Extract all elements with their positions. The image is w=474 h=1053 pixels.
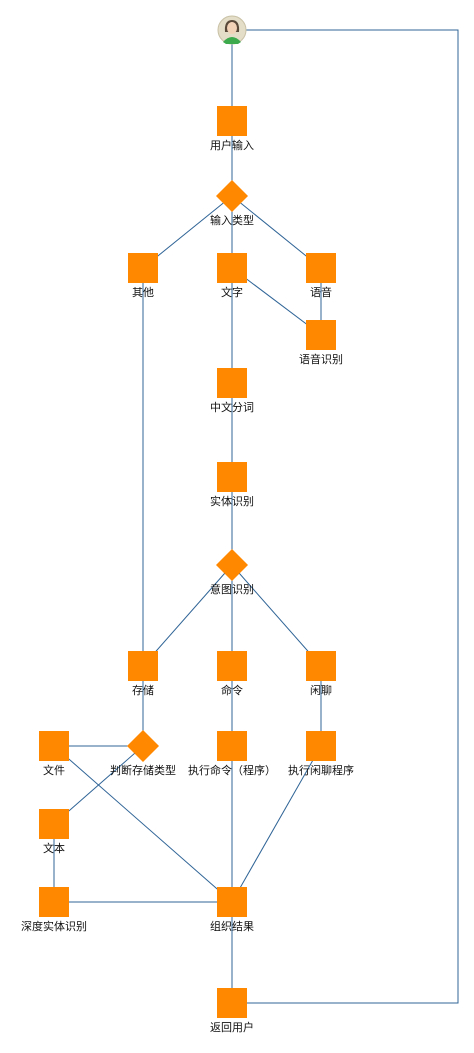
node-exec-chat[interactable]: 执行闲聊程序 <box>288 731 354 777</box>
process-box <box>217 988 247 1018</box>
node-label-file: 文件 <box>43 763 65 777</box>
process-box <box>217 887 247 917</box>
node-label-segmentation: 中文分词 <box>210 400 254 414</box>
process-box <box>306 320 336 350</box>
process-box <box>217 651 247 681</box>
process-box <box>306 253 336 283</box>
edge-return-user-to-user <box>246 29 459 1004</box>
node-speech-recog[interactable]: 语音识别 <box>299 320 343 366</box>
node-text-in[interactable]: 文字 <box>217 253 247 299</box>
node-label-speech-recog: 语音识别 <box>299 352 343 366</box>
process-box <box>306 731 336 761</box>
decision-diamond <box>216 180 248 212</box>
process-box <box>128 651 158 681</box>
edge-layer <box>53 29 459 1004</box>
decision-diamond <box>216 549 248 581</box>
node-label-user-input: 用户输入 <box>210 138 254 152</box>
node-label-storage: 存储 <box>132 683 154 697</box>
node-organize[interactable]: 组织结果 <box>210 887 254 933</box>
edge-exec-chat-to-organize <box>231 745 322 903</box>
process-box <box>217 731 247 761</box>
node-label-chat: 闲聊 <box>310 683 332 697</box>
edge-intent-to-storage <box>142 564 233 667</box>
process-box <box>39 809 69 839</box>
node-label-input-type: 输入类型 <box>210 213 254 227</box>
node-label-organize: 组织结果 <box>210 919 254 933</box>
edge-file-to-organize <box>53 745 233 903</box>
node-command[interactable]: 命令 <box>217 651 247 697</box>
node-entity-recog[interactable]: 实体识别 <box>210 462 254 508</box>
node-segmentation[interactable]: 中文分词 <box>210 368 254 414</box>
node-label-other: 其他 <box>132 286 154 299</box>
process-box <box>128 253 158 283</box>
user-avatar-icon <box>217 15 247 45</box>
node-file[interactable]: 文件 <box>39 731 69 777</box>
node-exec-cmd[interactable]: 执行命令（程序） <box>188 731 276 777</box>
process-box <box>39 887 69 917</box>
node-storage[interactable]: 存储 <box>128 651 158 697</box>
node-deep-entity[interactable]: 深度实体识别 <box>21 887 87 933</box>
node-input-type[interactable]: 输入类型 <box>210 180 254 227</box>
node-label-storage-type: 判断存储类型 <box>110 763 176 777</box>
node-label-return-user: 返回用户 <box>210 1020 254 1034</box>
process-box <box>217 106 247 136</box>
node-return-user[interactable]: 返回用户 <box>210 988 254 1034</box>
node-label-exec-cmd: 执行命令（程序） <box>188 763 276 777</box>
process-box <box>39 731 69 761</box>
process-box <box>217 253 247 283</box>
node-label-entity-recog: 实体识别 <box>210 494 254 508</box>
node-label-intent: 意图识别 <box>210 582 254 596</box>
edge-intent-to-chat <box>231 564 322 667</box>
node-label-deep-entity: 深度实体识别 <box>21 919 87 933</box>
node-label-exec-chat: 执行闲聊程序 <box>288 763 354 777</box>
node-label-command: 命令 <box>221 683 243 697</box>
node-intent[interactable]: 意图识别 <box>210 549 254 596</box>
node-chat[interactable]: 闲聊 <box>306 651 336 697</box>
node-label-plain-text: 文本 <box>43 841 65 855</box>
node-user[interactable] <box>217 15 247 45</box>
node-other[interactable]: 其他 <box>128 253 158 299</box>
node-voice[interactable]: 语音 <box>306 253 336 299</box>
node-user-input[interactable]: 用户输入 <box>210 106 254 152</box>
node-plain-text[interactable]: 文本 <box>39 809 69 855</box>
node-label-text-in: 文字 <box>221 285 243 299</box>
process-box <box>217 368 247 398</box>
process-box <box>217 462 247 492</box>
process-box <box>306 651 336 681</box>
node-label-voice: 语音 <box>310 285 332 299</box>
node-storage-type[interactable]: 判断存储类型 <box>110 730 176 777</box>
decision-diamond <box>127 730 159 762</box>
